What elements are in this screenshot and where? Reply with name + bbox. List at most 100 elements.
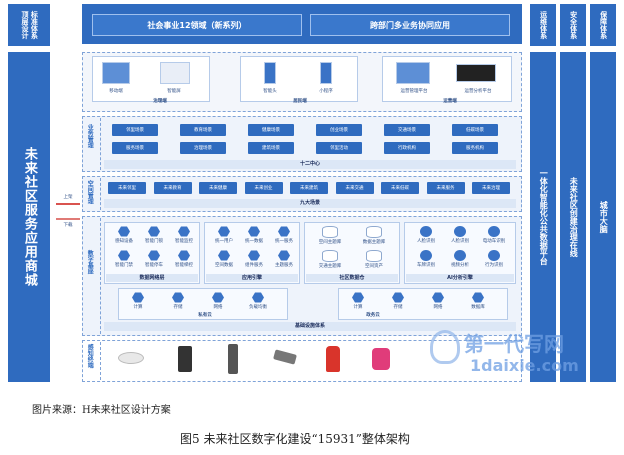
infra-label: 数据库 (460, 304, 496, 310)
watermark-title: 第一代写网 (464, 328, 564, 357)
watermark-url: 1daixie.com (470, 356, 579, 375)
space-scene-item: 未来建筑 (290, 182, 328, 194)
space-scene-item: 未来创业 (245, 182, 283, 194)
space-scene-item: 未来低碳 (381, 182, 419, 194)
source-caption: 图片来源：H未来社区设计方案 (32, 401, 171, 416)
business-scene-item: 行政机构 (384, 142, 430, 154)
smart-lock-icon (228, 344, 238, 374)
public-data-platform-label: 一体化智能化公共数据平台 (539, 169, 547, 265)
sense-separator (100, 342, 101, 380)
engine-label: 统一服务 (268, 238, 300, 244)
app-store-box: 未来社区服务应用商城 (8, 52, 50, 382)
infra-label: 存储 (380, 304, 416, 310)
operation-monitor-icon (396, 62, 430, 84)
database-icon (366, 250, 382, 262)
ai-label: 车牌识别 (408, 262, 444, 268)
ai-icon (420, 250, 432, 261)
business-scene-item: 治理场景 (180, 142, 226, 154)
business-separator (100, 118, 101, 170)
business-scene-item: 服务机构 (452, 142, 498, 154)
database-label: 交通主题库 (310, 263, 350, 269)
database-icon (322, 250, 338, 262)
ops-system-label: 运维体系 (539, 11, 546, 39)
header-title-left-text: 社会事业12领域（新系列） (147, 20, 246, 31)
guarantee-system-label: 保障体系 (599, 11, 606, 39)
engine-label: 组件服务 (238, 262, 270, 268)
operation-tablet-icon (456, 64, 496, 82)
engine-bar: 应用引擎 (206, 274, 298, 282)
space-scene-item: 未来治理 (472, 182, 510, 194)
engine-label: 空间数据 (208, 262, 240, 268)
sense-label: 感知终端 (86, 344, 92, 368)
ai-icon (488, 226, 500, 237)
ai-icon (488, 250, 500, 261)
ai-icon (454, 250, 466, 261)
ai-label: 电动车识别 (476, 238, 512, 244)
business-scene-item: 健康场景 (248, 124, 294, 136)
doorbell-icon (178, 346, 192, 372)
ai-label: 行为识别 (476, 262, 512, 268)
space-scene-item: 未来服务 (427, 182, 465, 194)
app-store-label: 未来社区服务应用商城 (22, 147, 36, 287)
infra-label: 负载均衡 (240, 304, 276, 310)
infra-label: 计算 (120, 304, 156, 310)
device-label: 智能监控 (168, 238, 200, 244)
infra-label: 网络 (420, 304, 456, 310)
device-label: 智能停车 (138, 262, 170, 268)
business-scene-item: 教育场景 (180, 124, 226, 136)
ai-label: 人脸识别 (408, 238, 444, 244)
engine-label: 统一用户 (208, 238, 240, 244)
device-label: 智能门锁 (138, 238, 170, 244)
governance-phone-icon (102, 62, 130, 84)
standard-system-label: 标准体系 (30, 11, 37, 39)
fire-hydrant-icon (326, 346, 340, 372)
ai-label: 人脸识别 (442, 238, 478, 244)
business-label: 业务管理 (86, 124, 92, 148)
business-scene-item: 邻里活动 (316, 142, 362, 154)
business-scene-item: 邻里场景 (112, 124, 158, 136)
resident-item-2: 小程序 (306, 88, 346, 94)
space-label: 空间管理 (86, 180, 92, 204)
governance-item-1: 移动端 (96, 88, 136, 94)
download-label: 下载 (58, 222, 78, 228)
database-icon (366, 226, 382, 238)
database-label: 空间主题库 (310, 239, 350, 245)
guarantee-system-box: 保障体系 (590, 4, 616, 46)
watermark-logo (430, 330, 460, 364)
engine-label: 主题服务 (268, 262, 300, 268)
database-label: 空间资产 (354, 263, 394, 269)
city-brain-box: 城市大脑 (590, 52, 616, 382)
gov-cloud-label: 政务云 (358, 312, 388, 318)
infra-label: 网络 (200, 304, 236, 310)
business-scene-item: 服务场景 (112, 142, 158, 154)
device-label: 智能门禁 (108, 262, 140, 268)
digital-separator (100, 218, 101, 334)
header-title-right: 跨部门多业务协同应用 (310, 14, 510, 36)
infra-bar: 基础设施体系 (104, 322, 516, 331)
database-label: 数据主题库 (354, 239, 394, 245)
resident-terminal-label: 居民端 (270, 98, 330, 104)
device-label: 感知设备 (108, 238, 140, 244)
infra-label: 存储 (160, 304, 196, 310)
governance-screen-icon (160, 62, 190, 84)
space-scene-item: 未来健康 (199, 182, 237, 194)
infra-label: 计算 (340, 304, 376, 310)
ai-bar: AI分析引擎 (406, 274, 514, 282)
resident-phone-icon (264, 62, 276, 84)
space-separator (100, 178, 101, 210)
space-bar: 九大场景 (104, 199, 516, 208)
private-cloud-label: 私有云 (190, 312, 220, 318)
device-label: 智能梯控 (168, 262, 200, 268)
business-scene-item: 低碳场景 (452, 124, 498, 136)
space-scene-item: 未来教育 (154, 182, 192, 194)
security-system-box: 安全体系 (560, 4, 586, 46)
figure-caption: 图5 未来社区数字化建设“15931”整体架构 (180, 430, 410, 447)
header-title-left: 社会事业12领域（新系列） (92, 14, 302, 36)
engine-label: 统一数据 (238, 238, 270, 244)
city-brain-label: 城市大脑 (599, 201, 607, 233)
database-icon (322, 226, 338, 238)
ops-system-box: 运维体系 (530, 4, 556, 46)
governance-item-2: 智能屏 (154, 88, 194, 94)
warehouse-bar: 社区数据仓 (306, 274, 398, 282)
header-title-right-text: 跨部门多业务协同应用 (370, 20, 450, 31)
